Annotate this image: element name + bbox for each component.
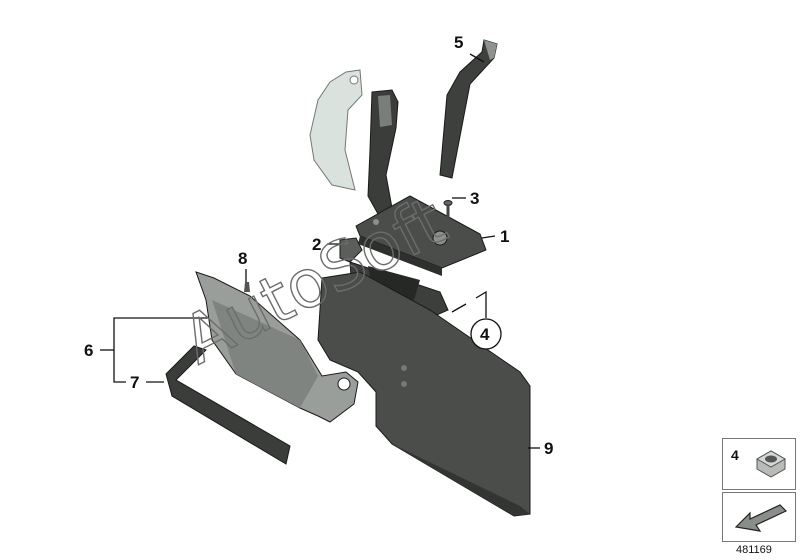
callout-8: 8 [238, 249, 247, 268]
arrow-icon [734, 504, 788, 532]
part-8-pin[interactable] [244, 282, 250, 292]
callout-4: 4 [480, 325, 490, 344]
callout-5: 5 [454, 33, 463, 52]
part-6-shield[interactable] [195, 271, 359, 423]
callout-9: 9 [544, 439, 553, 458]
legend: 4 [722, 438, 796, 542]
legend-arrow-box [722, 492, 796, 542]
part-1-plate[interactable] [355, 195, 487, 276]
callout-3: 3 [470, 189, 479, 208]
lever-handle[interactable] [367, 89, 399, 215]
callout-7: 7 [130, 373, 139, 392]
callout-4-circle [470, 318, 502, 350]
leader-lines [100, 53, 540, 449]
part-9-panel[interactable] [317, 271, 531, 517]
callout-1: 1 [500, 227, 509, 246]
legend-part-box: 4 [722, 438, 796, 490]
part-3-screw[interactable] [443, 200, 453, 219]
part-2-block[interactable] [339, 237, 449, 319]
part-7-strip[interactable] [165, 345, 291, 465]
ghost-bracket [309, 69, 363, 191]
callout-2: 2 [312, 235, 321, 254]
part-5-bracket[interactable] [439, 39, 498, 179]
callout-6: 6 [84, 341, 93, 360]
diagram-number: 481169 [736, 544, 772, 556]
legend-part-number: 4 [731, 447, 739, 463]
nut-icon [755, 450, 787, 478]
